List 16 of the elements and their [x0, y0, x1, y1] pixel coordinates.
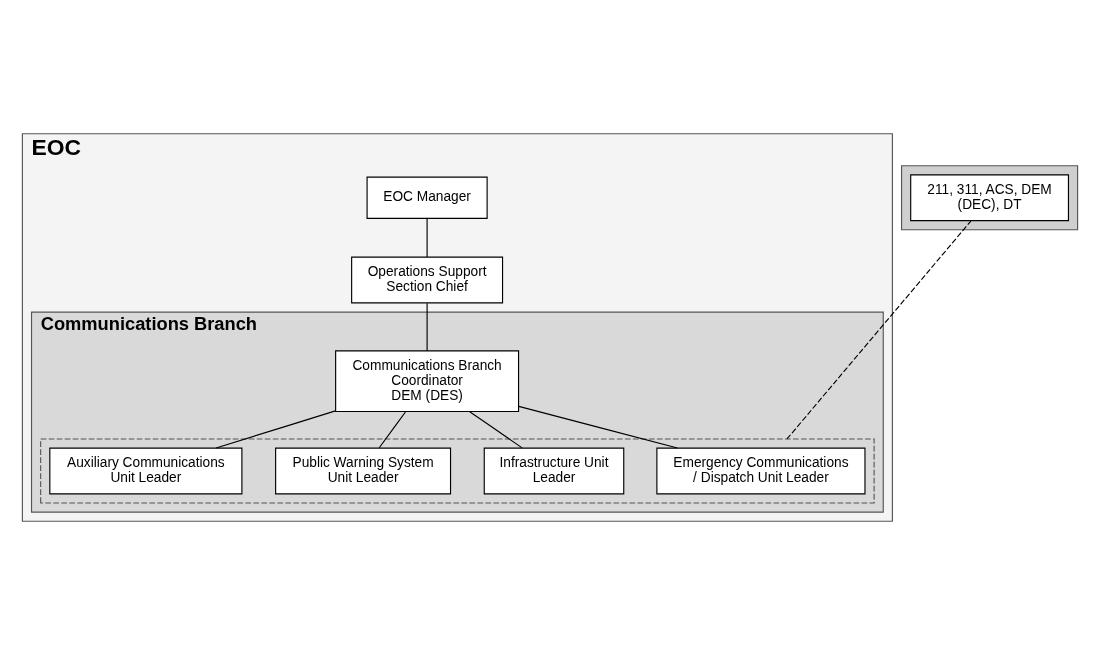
connector	[215, 409, 336, 449]
cluster	[900, 164, 1079, 230]
connector	[786, 220, 972, 440]
node-box: Communications Branch Coordinator DEM (DES)	[335, 349, 520, 412]
node-box: EOC Manager	[366, 176, 488, 219]
cluster	[40, 437, 875, 504]
node-box: Infrastructure Unit Leader	[483, 447, 625, 494]
node-box: Operations Support Section Chief	[351, 256, 504, 303]
node-box: Auxiliary Communications Unit Leader	[49, 447, 243, 494]
connector	[426, 302, 428, 351]
node-box: 211, 311, ACS, DEM (DEC), DT	[910, 173, 1070, 221]
connector	[469, 410, 523, 448]
node-box: Public Warning System Unit Leader	[275, 447, 452, 494]
connector	[378, 410, 406, 448]
connector	[426, 217, 428, 258]
node-box: Emergency Communications / Dispatch Unit Leader	[656, 447, 866, 494]
